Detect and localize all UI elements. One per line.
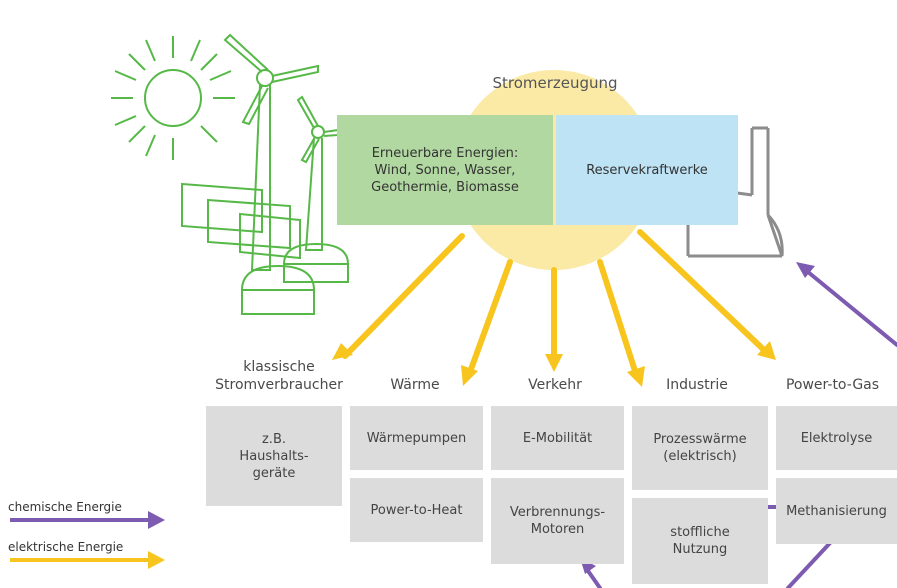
center-title: Stromerzeugung — [492, 74, 618, 92]
reserve-box: Reservekraftwerke — [556, 115, 738, 225]
box-e-mobility: E-Mobilität — [491, 406, 624, 470]
electrical-arrows — [332, 229, 776, 387]
category-transport: Verkehr — [528, 377, 582, 393]
renewables-box: Erneuerbare Energien: Wind, Sonne, Wasse… — [337, 115, 553, 225]
category-p2g: Power-to-Gas — [785, 377, 880, 393]
box-process-heat: Prozesswärme (elektrisch) — [632, 406, 768, 490]
solar-panel-icon — [181, 182, 301, 260]
category-heat: Wärme — [390, 377, 440, 393]
arrow-to-industry — [597, 259, 639, 377]
legend-electrical-label: elektrische Energie — [8, 540, 124, 554]
arrow-to-heat — [467, 259, 513, 375]
legend-electrical-arrow — [10, 551, 165, 569]
box-household: z.B. Haushalts- geräte — [206, 406, 342, 506]
arrow-to-p2g — [637, 229, 767, 353]
category-industry: Industrie — [666, 377, 728, 393]
legend-chemical-label: chemische Energie — [8, 500, 122, 514]
box-power-to-heat: Power-to-Heat — [350, 478, 483, 542]
sun-icon — [111, 36, 235, 160]
arrow-to-classic — [342, 233, 465, 359]
box-methanation: Methanisierung — [776, 478, 897, 544]
box-electrolysis: Elektrolyse — [776, 406, 897, 470]
wind-turbine-icon — [223, 33, 353, 271]
category-classic: klassische Stromverbraucher — [215, 359, 343, 393]
box-heat-pumps: Wärmepumpen — [350, 406, 483, 470]
biomass-dome-icon — [240, 242, 350, 315]
box-material-use: stoffliche Nutzung — [632, 498, 768, 584]
legend-chemical-arrow — [10, 511, 165, 529]
box-combustion: Verbrennungs- Motoren — [491, 478, 624, 564]
